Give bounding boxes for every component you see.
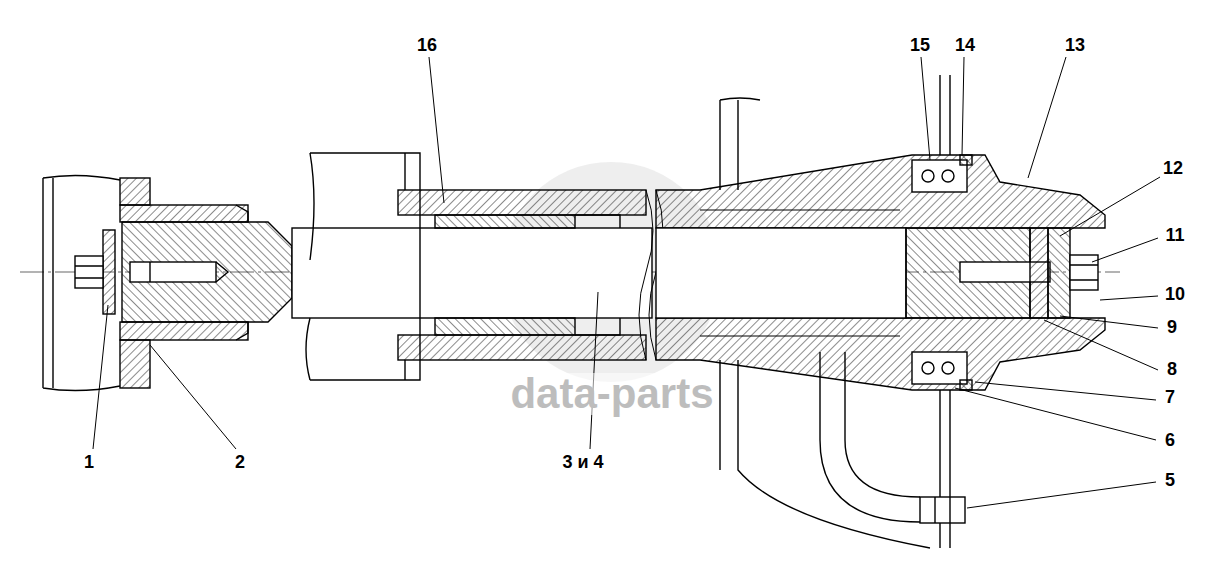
callout-number: 1 <box>82 452 96 472</box>
callout-number: 12 <box>1161 158 1185 178</box>
callout-number: 14 <box>953 35 977 55</box>
callout-number: 9 <box>1165 317 1179 337</box>
callout-number: 6 <box>1163 430 1177 450</box>
callout-number: 13 <box>1063 35 1087 55</box>
callout-number: 10 <box>1163 284 1187 304</box>
callout-number: 5 <box>1163 470 1177 490</box>
callout-number: 15 <box>908 35 932 55</box>
callout-number: 11 <box>1163 225 1186 245</box>
callout-number: 3 и 4 <box>560 452 605 472</box>
callout-number: 16 <box>415 35 439 55</box>
callout-number: 2 <box>233 452 247 472</box>
callout-number: 7 <box>1163 387 1177 407</box>
callout-number: 8 <box>1165 359 1179 379</box>
watermark: data-parts <box>506 373 717 415</box>
